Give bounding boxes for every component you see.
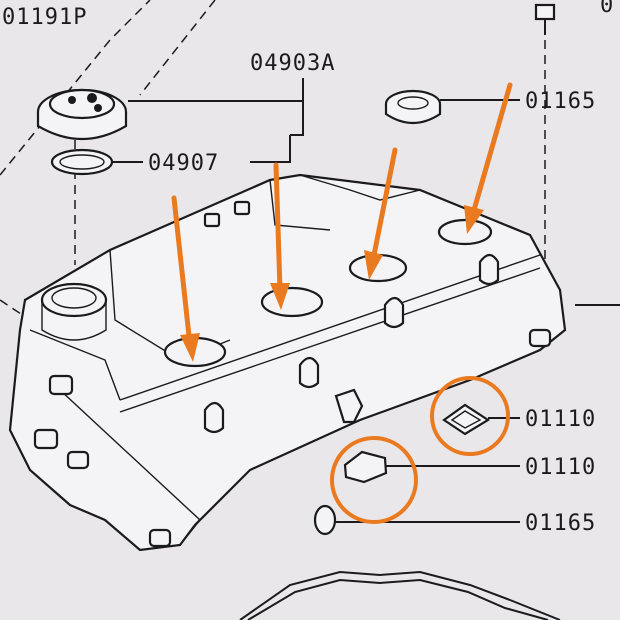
arrow-2-head bbox=[270, 283, 290, 310]
top-bolt bbox=[534, 3, 556, 35]
oil-filler-cap bbox=[36, 88, 128, 141]
highlight-circle-lower bbox=[330, 436, 418, 524]
gasket-parts bbox=[343, 403, 491, 484]
mounting-bosses bbox=[33, 200, 552, 548]
arrow-3 bbox=[371, 147, 398, 258]
tubes bbox=[203, 253, 500, 434]
small-clip bbox=[334, 388, 364, 424]
arrow-4 bbox=[471, 82, 513, 213]
filler-cap-gasket bbox=[50, 148, 114, 176]
label-01110-upper: 01110 bbox=[525, 407, 596, 432]
filler-neck bbox=[40, 282, 108, 341]
small-seal bbox=[313, 504, 337, 536]
annotation-arrows bbox=[171, 82, 513, 362]
arrow-4-head bbox=[464, 205, 484, 234]
label-01165-top: 01165 bbox=[525, 89, 596, 114]
label-top-right: 0 bbox=[600, 0, 614, 18]
cover-gasket-outline bbox=[239, 570, 561, 620]
spark-plug-holes bbox=[163, 218, 493, 368]
top-right-seal bbox=[384, 89, 442, 125]
highlight-circles bbox=[330, 376, 510, 524]
label-01191p: 01191P bbox=[2, 5, 87, 30]
label-04903a: 04903A bbox=[250, 51, 335, 76]
arrow-1 bbox=[171, 195, 193, 348]
part-labels: 01191P 04903A 04907 01165 01110 01110 01… bbox=[2, 0, 614, 536]
arrow-3-head bbox=[364, 250, 383, 280]
label-04907: 04907 bbox=[148, 151, 219, 176]
arrow-1-head bbox=[180, 333, 200, 362]
highlight-circle-upper bbox=[430, 376, 510, 456]
arrow-2 bbox=[273, 162, 283, 293]
label-01110-lower: 01110 bbox=[525, 455, 596, 480]
label-01165-bottom: 01165 bbox=[525, 511, 596, 536]
